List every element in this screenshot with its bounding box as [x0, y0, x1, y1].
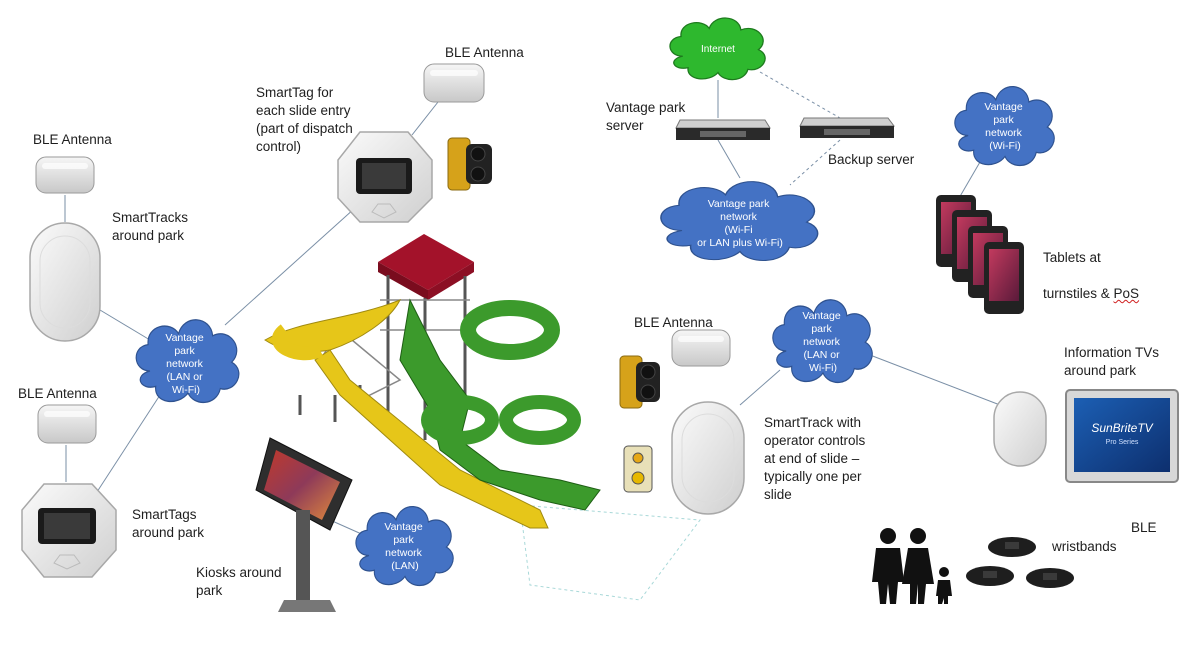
smarttrack-device-icon — [29, 222, 101, 342]
park-server-icon — [675, 119, 771, 140]
tablets-icon — [936, 195, 1024, 314]
cloud-center-label: Vantage park network (Wi-Fi or LAN plus … — [697, 198, 783, 249]
operator-button-box-icon — [623, 445, 653, 493]
label-smarttracks: SmartTracks around park — [112, 210, 189, 243]
ble-antenna-icon — [35, 156, 95, 194]
information-tv-icon: SunBriteTV Pro Series — [1065, 389, 1179, 483]
smarttrack-tv-icon — [993, 391, 1047, 467]
label-tablets-line2: turnstiles & — [1043, 286, 1114, 301]
label-ble-antenna-top: BLE Antenna — [445, 45, 524, 60]
tv-series: Pro Series — [1106, 439, 1139, 446]
label-info-tvs: Information TVs around park — [1064, 345, 1160, 378]
label-kiosks: Kiosks around park — [196, 565, 282, 598]
ble-antenna-icon — [671, 329, 731, 367]
traffic-light-icon — [619, 355, 660, 409]
label-wristbands: wristbands — [1052, 539, 1117, 554]
ble-antenna-icon — [423, 63, 485, 103]
label-park-server: Vantage park server — [606, 100, 686, 133]
label-tablets-pos: PoS — [1113, 286, 1140, 301]
label-smarttags-park: SmartTags around park — [132, 507, 205, 540]
cloud-left-label: Vantage park network (LAN or Wi-Fi) — [165, 332, 206, 396]
label-backup-server: Backup server — [828, 152, 915, 167]
label-ble-wristbands: BLE — [1131, 520, 1157, 535]
label-ble-antenna-left-bottom: BLE Antenna — [18, 386, 97, 401]
smarttag-entry-icon — [337, 131, 433, 223]
smarttag-park-icon — [21, 483, 117, 578]
cloud-kiosk-label: Vantage park network (LAN) — [384, 521, 425, 572]
ble-antenna-icon — [37, 404, 97, 444]
label-tablets-line1: Tablets at — [1043, 250, 1101, 265]
label-smarttag-entry: SmartTag for each slide entry (part of d… — [256, 85, 353, 154]
kiosk-icon — [255, 437, 353, 612]
wristbands-icon — [966, 537, 1074, 588]
family-icon — [872, 528, 952, 604]
label-ble-antenna-mid: BLE Antenna — [634, 315, 713, 330]
backup-server-icon — [799, 117, 895, 138]
smarttrack-operator-icon — [671, 401, 745, 515]
tv-brand: SunBriteTV — [1091, 421, 1153, 435]
label-tablets: Tablets at turnstiles & PoS — [1043, 231, 1139, 303]
label-smarttrack-operator: SmartTrack with operator controls at end… — [764, 415, 866, 502]
cloud-midright-label: Vantage park network (LAN or Wi-Fi) — [802, 310, 843, 374]
label-ble-antenna-left-top: BLE Antenna — [33, 132, 112, 147]
cloud-internet-label: Internet — [701, 44, 735, 55]
cloud-topright-label: Vantage park network (Wi-Fi) — [984, 101, 1025, 152]
traffic-light-icon — [447, 137, 492, 191]
water-slide-illustration — [264, 234, 701, 601]
